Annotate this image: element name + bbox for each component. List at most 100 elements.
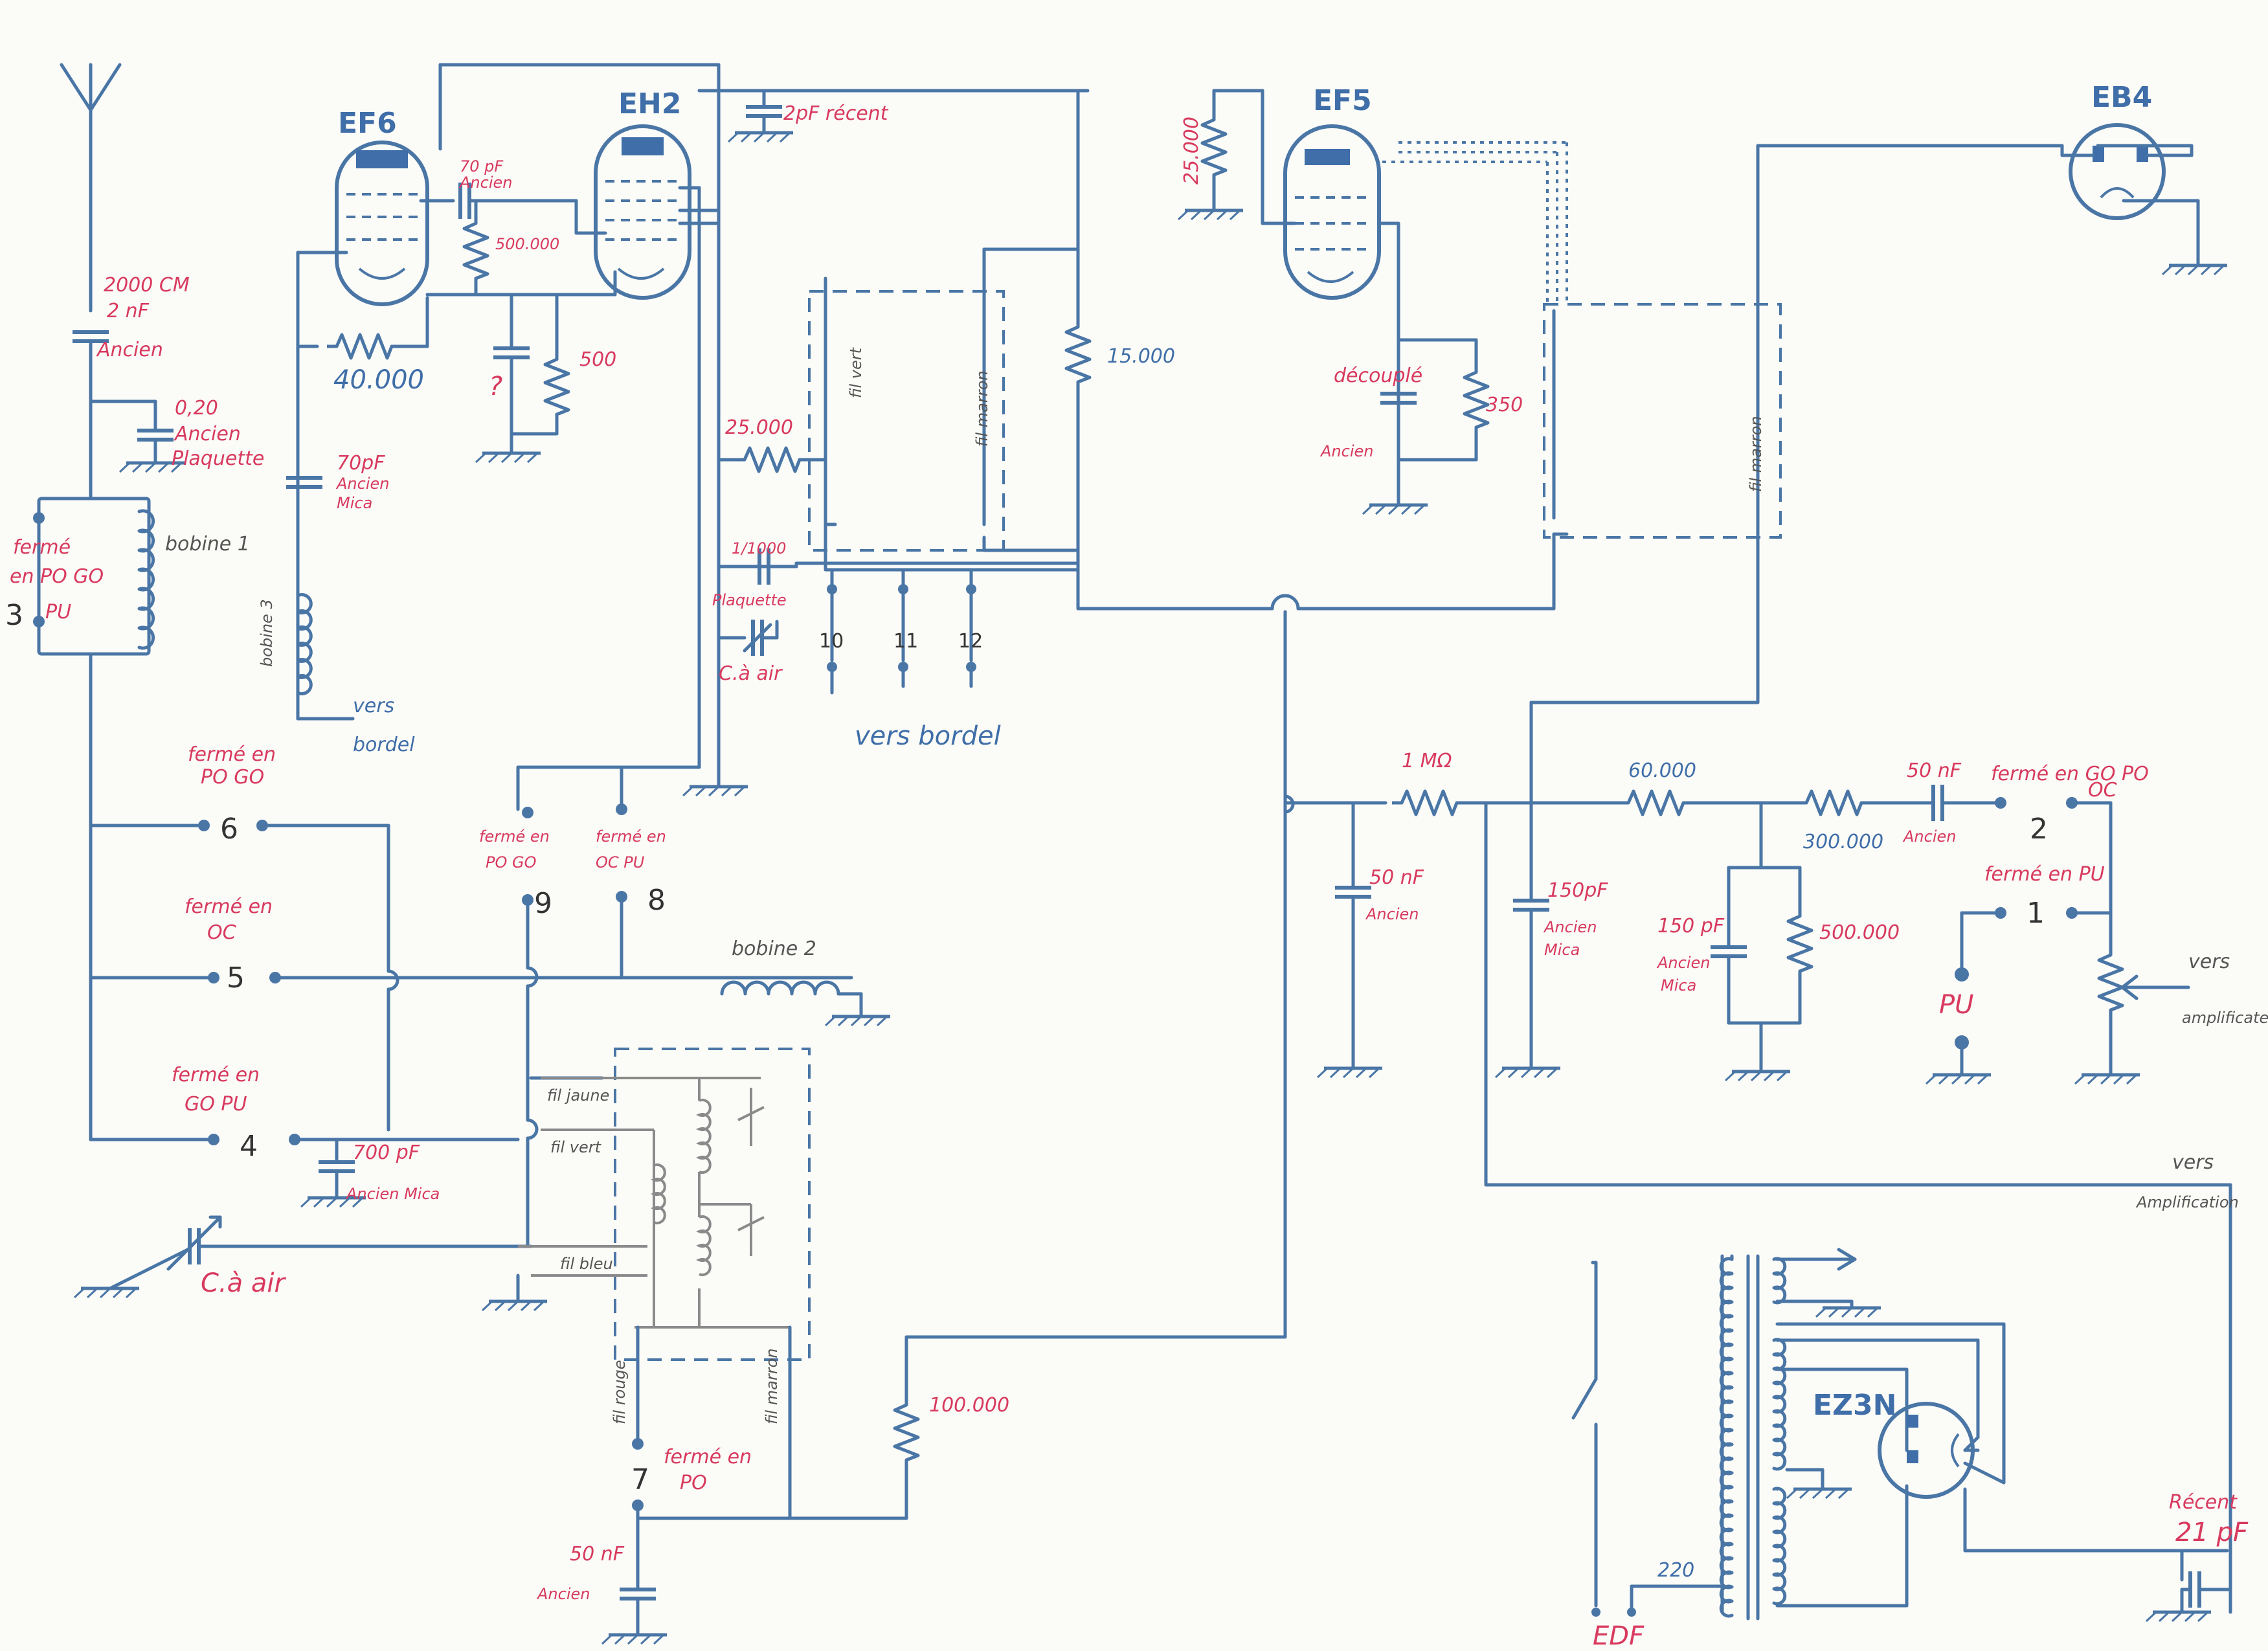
r-500000-label: 500.000 (495, 235, 559, 253)
switch-3-number: 3 (5, 599, 23, 632)
switch-3-label-c: PU (45, 601, 71, 623)
resistor-350-icon (1465, 363, 1488, 434)
wire-fil-marron-b-label: fil marron (1747, 416, 1765, 492)
c-cair-2-label: C.à air (201, 1268, 286, 1298)
switch-2-number: 2 (2030, 813, 2048, 846)
tube-ef6-icon (335, 140, 429, 306)
c-decouple-label: découplé (1334, 365, 1422, 387)
r-60000-label: 60.000 (1628, 759, 1696, 782)
c-50nf-b-label: 50 nF (1369, 866, 1424, 889)
switch-8-label-b: OC PU (596, 853, 645, 871)
c-50nf-c-label: 50 nF (570, 1543, 625, 1566)
wire-fil-vert-b-label: fil vert (550, 1138, 602, 1156)
ground-icon (1496, 1068, 1560, 1077)
c-020-label: 0,20 (175, 397, 218, 420)
c-700pf-ancien-mica-label: Ancien Mica (345, 1185, 440, 1203)
switch-3-label-a: fermé (13, 536, 71, 559)
ground-icon (1787, 1489, 1852, 1498)
c-70pf-b-mica-label: Mica (337, 494, 372, 512)
r-100000-label: 100.000 (929, 1394, 1009, 1417)
r-25000-b-label: 25.000 (1180, 117, 1203, 185)
switch-4-label-a: fermé en (172, 1064, 260, 1086)
power-transformer-icon (1719, 1254, 1787, 1621)
tube-eh2-icon (594, 124, 691, 300)
pu-label: PU (1939, 990, 1973, 1020)
switch-9-number: 9 (534, 887, 552, 920)
c-cair-1-label: C.à air (719, 662, 783, 685)
switch-6-label-a: fermé en (188, 743, 276, 766)
switch-5-label-b: OC (207, 921, 236, 944)
r-300000-label: 300.000 (1803, 831, 1883, 853)
c-70pf-b-ancien-label: Ancien (335, 475, 389, 493)
r-40000-label: 40.000 (333, 365, 424, 395)
switch-9-contact-a[interactable] (522, 807, 533, 818)
switch-6-number: 6 (220, 813, 238, 846)
c-decouple-ancien-label: Ancien (1319, 442, 1373, 460)
note-vers-ampli-1a: vers (2188, 950, 2230, 973)
r-15000-label: 15.000 (1107, 345, 1175, 368)
wire-fil-rouge-label: fil rouge (611, 1360, 629, 1424)
ground-icon (602, 1635, 667, 1644)
c-21pf-label: 21 pF (2175, 1518, 2249, 1547)
edf-label: EDF (1593, 1621, 1645, 1651)
switch-5-contact-a[interactable] (208, 972, 219, 983)
switch-3-label-b: en PO GO (10, 565, 104, 588)
switch-2-contact-a[interactable] (1995, 797, 2006, 809)
r-500000-b-label: 500.000 (1819, 921, 1900, 944)
pu-input-top[interactable] (1955, 967, 1969, 982)
note-vers-bordel-1a: vers (353, 695, 394, 717)
tube-label-ef5: EF5 (1313, 84, 1372, 117)
wire-fil-vert-a-label: fil vert (847, 346, 865, 398)
ground-icon (683, 787, 748, 796)
coil-bobine2-label: bobine 2 (732, 938, 816, 960)
ground-icon (482, 1301, 547, 1310)
resistor-500000-b-icon (1788, 906, 1812, 978)
coil-bobine1-icon (33, 497, 155, 656)
ground-icon (2146, 1612, 2211, 1621)
r-1mohm-label: 1 MΩ (1402, 750, 1452, 772)
switch-7-contact-a[interactable] (632, 1438, 644, 1450)
resistor-1mohm-icon (1392, 791, 1463, 814)
c-2pf-label: 2pF récent (783, 102, 889, 125)
note-vers-ampli-2a: vers (2172, 1151, 2214, 1174)
resistor-60000-icon (1619, 791, 1690, 814)
terminal-11-label: 11 (893, 630, 918, 653)
switch-1-contact-a[interactable] (1995, 907, 2006, 919)
wire-fil-jaune-label: fil jaune (547, 1086, 609, 1105)
c-1-1000-label: 1/1000 (732, 539, 786, 557)
c-50nf-c-ancien-label: Ancien (536, 1585, 590, 1603)
switch-4-number: 4 (240, 1130, 258, 1163)
c-recent-label: Récent (2169, 1491, 2238, 1514)
c-150pf-b-mica-label: Mica (1661, 976, 1696, 994)
switch-6-contact-a[interactable] (198, 820, 210, 831)
tube-label-ez3n: EZ3N (1813, 1389, 1896, 1422)
c-150pf-b-ancien-label: Ancien (1656, 954, 1710, 972)
resistor-25000-icon (735, 448, 806, 471)
switch-9-label-a: fermé en (479, 827, 550, 846)
switch-2-label-a: fermé en GO PO (1991, 763, 2149, 785)
switch-1-number: 1 (2027, 897, 2045, 930)
switch-7-number: 7 (631, 1463, 649, 1496)
coil-bobine3-label: bobine 3 (258, 599, 276, 667)
c-2nf-label: 2 nF (107, 300, 150, 322)
resistor-500-icon (545, 350, 568, 421)
ground-icon (2162, 265, 2227, 275)
c-ancien-2-label: Ancien (174, 423, 241, 445)
switch-6-label-b: PO GO (201, 766, 264, 789)
resistor-300000-icon (1797, 791, 1868, 814)
c-70pf-b-label: 70pF (337, 452, 385, 475)
c-700pf-label: 700 pF (353, 1141, 420, 1164)
potentiometer-icon (2099, 945, 2122, 1016)
resistor-25000-ef5-icon (1202, 110, 1226, 181)
switch-4-contact-a[interactable] (208, 1134, 219, 1145)
switch-8-contact-a[interactable] (616, 803, 627, 815)
tube-ef5-icon (1283, 124, 1381, 300)
coil-bobine3-icon (296, 593, 313, 695)
coil-bobine2-icon (720, 980, 840, 996)
switch-4-label-b: GO PU (185, 1093, 247, 1116)
ground-icon (74, 1288, 139, 1297)
switch-8-number: 8 (647, 884, 666, 917)
c-ancien-1-label: Ancien (96, 339, 163, 361)
c-150pf-a-label: 150pF (1547, 879, 1608, 902)
